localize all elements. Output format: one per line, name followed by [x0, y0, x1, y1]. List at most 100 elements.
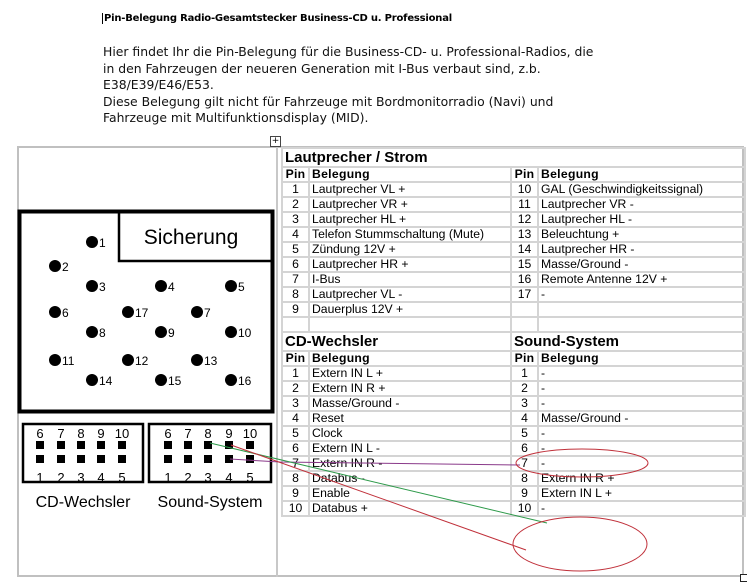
connector-pin	[225, 441, 233, 449]
connector-pin-label: 9	[97, 426, 104, 441]
pin-assignment: Lautprecher HR +	[308, 256, 512, 273]
pin-dot	[86, 326, 98, 338]
pin-header: Pin	[281, 350, 310, 367]
connector-pin	[225, 455, 233, 463]
section-title: Sound-System	[509, 331, 747, 352]
fuse-label: Sicherung	[144, 226, 239, 249]
pin-number: 2	[281, 196, 310, 213]
pin-number: 6	[510, 440, 539, 457]
connector-pin-label: 7	[184, 426, 191, 441]
connector-pin	[164, 455, 172, 463]
connector-pin-label: 9	[225, 426, 232, 441]
annotation-ellipse-extern-in	[512, 516, 648, 572]
pin-assignment: Enable	[308, 485, 512, 502]
connector-pin-label: 6	[36, 426, 43, 441]
connector-pin	[77, 441, 85, 449]
pin-label: 6	[62, 306, 69, 320]
pin-number: 8	[281, 470, 310, 487]
pin-dot	[86, 280, 98, 292]
pin-label: 10	[238, 326, 252, 340]
column-divider	[276, 146, 278, 577]
connector-pin-label: 1	[36, 470, 43, 485]
connector-pin	[36, 455, 44, 463]
connector-pin-label: 4	[225, 470, 232, 485]
connector-pin	[77, 455, 85, 463]
pin-label: 17	[135, 306, 149, 320]
intro-line: Hier findet Ihr die Pin-Belegung für die…	[103, 44, 594, 59]
pin-dot	[225, 374, 237, 386]
pin-assignment: Lautprecher VL +	[308, 181, 512, 198]
pin-assignment: Extern IN R +	[536, 470, 747, 487]
pin-label: 3	[99, 280, 106, 294]
pin-dot	[122, 354, 134, 366]
connector-pin	[97, 455, 105, 463]
connector-pin	[118, 441, 126, 449]
pin-assignment	[536, 301, 747, 318]
pin-assignment: Lautprecher VL -	[308, 286, 512, 303]
pin-number: 2	[281, 380, 310, 397]
pin-dot	[49, 260, 61, 272]
pin-assignment: Extern IN L -	[308, 440, 512, 457]
fuse-box	[117, 209, 274, 263]
connector-pin-label: 5	[246, 470, 253, 485]
pin-number: 5	[510, 425, 539, 442]
pin-assignment: Beleuchtung +	[536, 226, 747, 243]
annotation-line-red	[230, 444, 527, 551]
pin-dot	[191, 354, 203, 366]
pin-label: 2	[62, 260, 69, 274]
pin-assignment: Lautprecher VR -	[536, 196, 747, 213]
pin-label: 15	[168, 374, 182, 388]
pin-label: 1	[99, 236, 106, 250]
pin-number: 4	[281, 410, 310, 427]
connector-pin-label: 10	[243, 426, 257, 441]
connector-pin	[246, 441, 254, 449]
connector-pin-label: 3	[77, 470, 84, 485]
connector-pin-label: 7	[57, 426, 64, 441]
connector-pin-label: 6	[164, 426, 171, 441]
cd-changer-connector	[21, 422, 145, 484]
pin-assignment: -	[536, 286, 747, 303]
pin-assignment: -	[536, 425, 747, 442]
pin-label: 8	[99, 326, 106, 340]
pin-dot	[155, 326, 167, 338]
pin-number: 14	[510, 241, 539, 258]
pin-number: 10	[281, 500, 310, 517]
pin-assignment: Databus -	[308, 470, 512, 487]
pin-number: 6	[281, 440, 310, 457]
pin-dot	[225, 326, 237, 338]
pin-label: 14	[99, 374, 113, 388]
connector-pin-label: 8	[77, 426, 84, 441]
pin-assignment: Telefon Stummschaltung (Mute)	[308, 226, 512, 243]
pin-number: 5	[281, 425, 310, 442]
sound-system-label: Sound-System	[158, 494, 263, 511]
empty-cell	[281, 316, 310, 333]
intro-line: Diese Belegung gilt nicht für Fahrzeuge …	[103, 93, 554, 109]
pin-number: 1	[281, 365, 310, 382]
pin-assignment: Lautprecher HR -	[536, 241, 747, 258]
pin-label: 7	[204, 306, 211, 320]
intro-text: Hier findet Ihr die Pin-Belegung für die…	[103, 44, 703, 127]
table-row	[281, 316, 747, 333]
pin-label: 9	[168, 326, 175, 340]
pin-dot	[155, 280, 167, 292]
pin-assignment: -	[536, 440, 747, 457]
pin-number: 10	[510, 500, 539, 517]
pin-dot	[86, 236, 98, 248]
pin-assignment: Clock	[308, 425, 512, 442]
table-move-handle-icon[interactable]: +	[270, 136, 281, 147]
connector-pin-label: 5	[118, 470, 125, 485]
connector-pin-label: 3	[204, 470, 211, 485]
pin-assignment: Masse/Ground -	[536, 256, 747, 273]
connector-pin	[184, 441, 192, 449]
pin-label: 13	[204, 354, 218, 368]
